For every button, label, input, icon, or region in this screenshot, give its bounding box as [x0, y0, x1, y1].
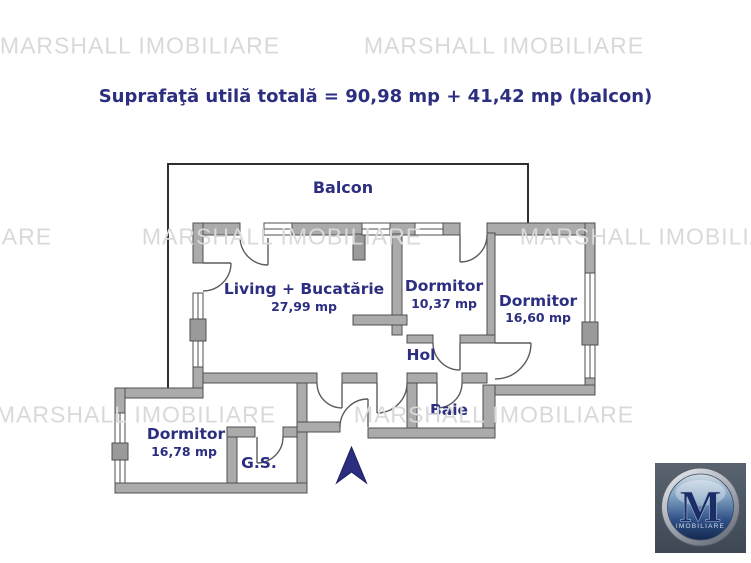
- agency-logo: M IMOBILIARE: [655, 463, 746, 553]
- logo-subtext: IMOBILIARE: [676, 523, 725, 530]
- balcony-outline: [167, 163, 529, 388]
- room-label-dormitor-mic: Dormitor: [405, 277, 484, 295]
- logo-letter: M: [680, 482, 722, 531]
- walls: [111, 222, 599, 494]
- room-area-dormitor-stanga: 16,78 mp: [151, 444, 217, 459]
- windows: [114, 222, 596, 484]
- room-label-balcon: Balcon: [313, 178, 373, 197]
- room-label-dormitor-dreapta: Dormitor: [499, 292, 578, 310]
- room-label-gs: G.S.: [241, 454, 277, 472]
- room-area-dormitor-dreapta: 16,60 mp: [505, 310, 571, 325]
- room-label-dormitor-stanga: Dormitor: [147, 425, 226, 443]
- doors: [202, 234, 532, 464]
- page-title: Suprafaţă utilă totală = 90,98 mp + 41,4…: [98, 86, 653, 107]
- room-area-living: 27,99 mp: [271, 299, 337, 314]
- room-labels: Balcon Living + Bucatărie 27,99 mp Dormi…: [147, 178, 578, 472]
- north-arrow-icon: [335, 445, 368, 485]
- room-label-hol: Hol: [407, 346, 436, 364]
- room-area-dormitor-mic: 10,37 mp: [411, 296, 477, 311]
- room-label-living: Living + Bucatărie: [224, 280, 384, 298]
- room-label-baie: Baie: [430, 401, 468, 419]
